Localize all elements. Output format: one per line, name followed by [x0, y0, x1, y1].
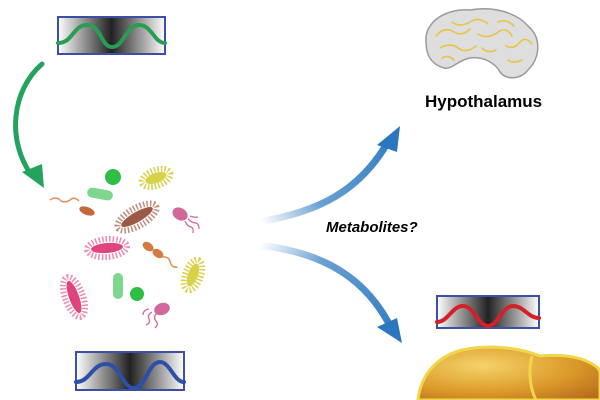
liver-icon — [416, 345, 600, 400]
microbe-mauve-2 — [142, 302, 170, 329]
microbe-green-rod — [87, 187, 113, 201]
blue-arrow-to-hypothalamus — [254, 126, 400, 226]
oscillation-box-green — [56, 16, 167, 55]
oscillation-box-blue — [74, 351, 186, 391]
oscillation-box-red — [435, 295, 541, 329]
microbe-green-dot-2 — [130, 287, 144, 301]
microbe-yellow-2 — [180, 256, 206, 294]
microbe-orange-flagellate — [49, 197, 95, 216]
microbe-green-dot — [105, 169, 121, 185]
microbe-pink-2 — [59, 274, 89, 320]
green-curved-arrow — [13, 61, 45, 188]
brain-icon — [425, 8, 539, 79]
metabolites-label: Metabolites? — [326, 219, 418, 236]
gut-microbiota — [49, 165, 206, 329]
microbe-yellow-1 — [138, 165, 174, 191]
microbe-orange-chain — [142, 241, 178, 268]
blue-arrow-to-liver — [254, 241, 402, 343]
hypothalamus-label: Hypothalamus — [425, 92, 543, 111]
microbe-green-rod-2 — [113, 273, 123, 299]
microbe-brown-rod — [114, 200, 160, 234]
microbe-pink-1 — [84, 235, 130, 261]
microbe-mauve-1 — [172, 207, 200, 234]
